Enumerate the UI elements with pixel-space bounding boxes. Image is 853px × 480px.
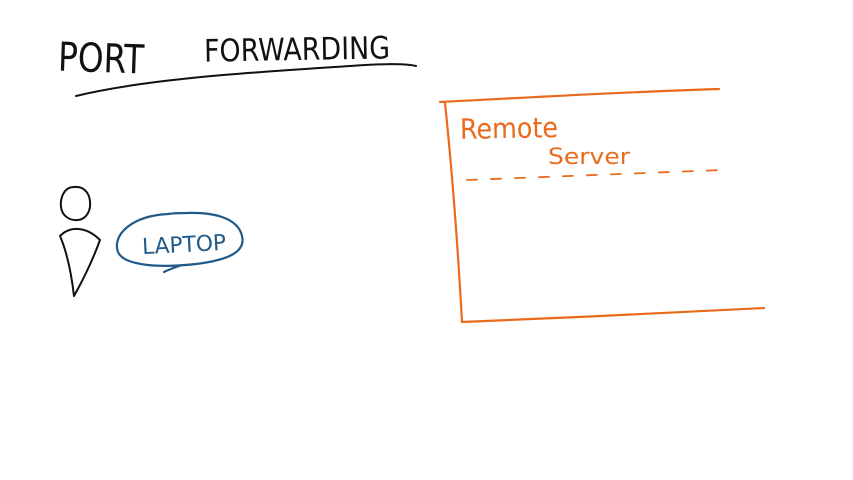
diagram-title: PORT FORWARDING [57,30,417,97]
server-box-top-edge [438,87,721,104]
server-box-left-edge [443,101,464,324]
laptop-outline [115,211,244,267]
person-head [59,185,92,222]
title-underline [75,63,417,97]
server-box-dashed-divider [466,169,723,181]
server-box-bottom-edge [460,306,766,324]
laptop-label: LAPTOP [141,231,226,260]
title-word-forwarding: FORWARDING [204,30,391,69]
server-label-remote: Remote [460,111,559,146]
server-label-server: Server [548,145,631,170]
remote-server-node: Remote Server [438,87,766,324]
title-word-port: PORT [57,35,145,84]
person-body [59,228,101,297]
laptop-node: LAPTOP [115,211,244,274]
person-figure [59,185,101,297]
laptop-bubble-tail [162,263,184,274]
